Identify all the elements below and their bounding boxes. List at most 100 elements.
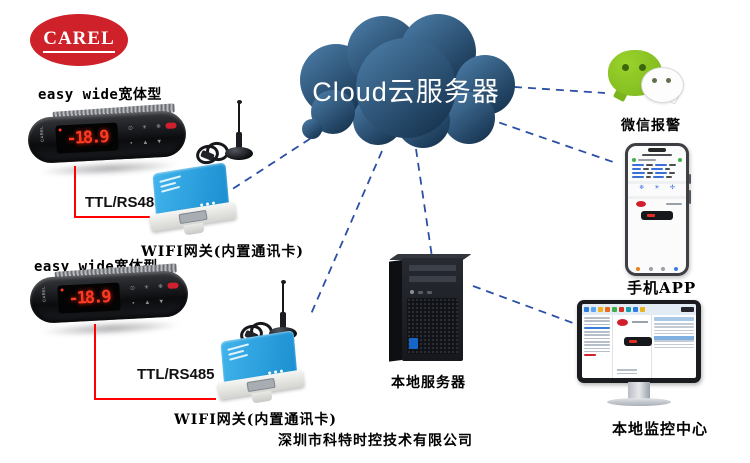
software-carel-logo — [617, 319, 628, 326]
software-parameter-panel — [652, 315, 696, 378]
phone-camera-cutout — [648, 148, 666, 152]
server-label: 本地服务器 — [391, 375, 466, 391]
temperature-display-1: -18.9 — [55, 122, 119, 154]
refresh-dot-green — [678, 158, 682, 162]
temperature-display-2: -18.9 — [57, 282, 121, 314]
carel-logo-text: CAREL — [43, 28, 115, 53]
down-icon: ▼ — [156, 138, 163, 145]
antenna-rod — [282, 282, 284, 320]
software-device-image — [624, 337, 652, 346]
controller-buttons: ⊙ ☀ ❄ ▪ ▲ ▼ — [125, 279, 169, 311]
antenna-sleeve — [236, 132, 242, 150]
monitoring-workstation — [577, 300, 703, 410]
wechat-eye — [652, 78, 657, 83]
bus2-label: TTL/RS485 — [137, 366, 215, 383]
controller-body: CAREL -18.9 ⊙ ☀ ❄ ▪ ▲ ▼ — [26, 109, 188, 165]
software-toolbar — [582, 304, 696, 315]
app-section-divider — [628, 181, 686, 184]
up-icon: ▲ — [142, 139, 149, 146]
bus-line1-horizontal — [74, 216, 160, 218]
display-status-dot — [60, 288, 64, 292]
phone-label: 手机APP — [627, 279, 697, 297]
light-icon: ☀ — [143, 284, 150, 291]
software-logo — [681, 307, 694, 312]
cloud-shape — [300, 14, 515, 148]
cloud-label: Cloud云服务器 — [312, 77, 500, 107]
defrost-icon: ❄ — [155, 123, 162, 130]
down-icon: ▼ — [158, 298, 165, 305]
monitor-screen — [582, 304, 696, 378]
status-dot-green — [632, 158, 636, 162]
power-icon: ⊙ — [127, 125, 134, 132]
defrost-icon: ❄ — [157, 283, 164, 290]
app-section-divider — [628, 196, 686, 199]
bus-line1-vertical — [74, 166, 76, 218]
wifi-gateway-2 — [217, 330, 308, 414]
serial-port — [178, 209, 208, 225]
antenna-rod — [238, 102, 240, 140]
app-device-photo — [641, 211, 673, 220]
app-carel-logo — [636, 201, 646, 207]
link-server-monitor — [472, 285, 574, 324]
server-front-panel — [402, 258, 463, 361]
wechat-eye — [622, 64, 629, 71]
wechat-eye — [666, 78, 671, 83]
app-bottom-nav — [628, 267, 686, 271]
up-icon: ▲ — [144, 299, 151, 306]
antenna-sleeve — [280, 312, 286, 330]
cool-icon: ❄ — [639, 185, 645, 191]
power-icon: ⊙ — [129, 285, 136, 292]
server-side-panel — [389, 260, 402, 362]
link-cloud-server — [415, 148, 433, 258]
link-cloud-gateway2 — [310, 150, 383, 315]
antenna-base — [225, 147, 253, 160]
optical-drive-bay — [409, 276, 456, 284]
software-device-tree — [582, 315, 613, 378]
wechat-eye — [639, 64, 646, 71]
gateway-mount-tab — [183, 222, 205, 236]
gateway-mount-tab — [251, 390, 273, 404]
set-icon: ▪ — [130, 140, 133, 147]
display-status-dot — [58, 128, 62, 132]
set-icon: ▪ — [132, 300, 135, 307]
optical-drive-bay — [409, 265, 456, 273]
controller1-label: easy wide宽体型 — [38, 87, 162, 103]
gateway-label-text — [227, 343, 251, 363]
local-server-tower — [389, 254, 472, 362]
monitor-bezel — [577, 300, 701, 383]
bus1-label: TTL/RS485 — [85, 194, 163, 211]
software-main-panel — [613, 315, 652, 378]
controller-brand-text: CAREL — [40, 285, 47, 302]
temperature-controller-2: CAREL -18.9 ⊙ ☀ ❄ ▪ ▲ ▼ — [28, 263, 190, 325]
temperature-value: -18.9 — [65, 126, 109, 150]
controller-brand-text: CAREL — [38, 125, 45, 142]
wifi-gateway-1 — [149, 162, 240, 246]
gateway2-label: WIFI网关(内置通讯卡) — [174, 412, 338, 428]
controller-buttons: ⊙ ☀ ❄ ▪ ▲ ▼ — [123, 119, 167, 151]
company-name: 深圳市科特时控技术有限公司 — [278, 433, 473, 449]
monitor-label: 本地监控中心 — [612, 420, 709, 438]
gateway-label-text — [159, 175, 183, 195]
defrost-icon: ☀ — [654, 185, 660, 191]
alarm-led — [167, 282, 179, 289]
light-icon: ☀ — [141, 124, 148, 131]
temperature-value: -18.9 — [67, 286, 111, 310]
bus-line2-horizontal — [94, 398, 216, 400]
server-control-panel — [402, 287, 463, 297]
carel-logo: CAREL — [30, 14, 128, 66]
serial-port — [246, 377, 276, 393]
wechat-icon — [608, 46, 686, 110]
alarm-led — [165, 122, 177, 129]
monitor-stand-neck — [628, 382, 650, 399]
wechat-label: 微信报警 — [621, 118, 681, 134]
phone-volume-button — [689, 174, 691, 184]
mobile-phone: ❄ ☀ ✣ — [625, 143, 691, 276]
monitor-stand-base — [607, 398, 671, 406]
power-button — [410, 290, 414, 294]
wechat-white-bubble — [641, 67, 684, 103]
antenna-1 — [193, 100, 258, 174]
gateway1-label: WIFI网关(内置通讯卡) — [141, 244, 305, 260]
server-mesh-grille — [407, 298, 458, 354]
intel-badge — [409, 338, 418, 349]
